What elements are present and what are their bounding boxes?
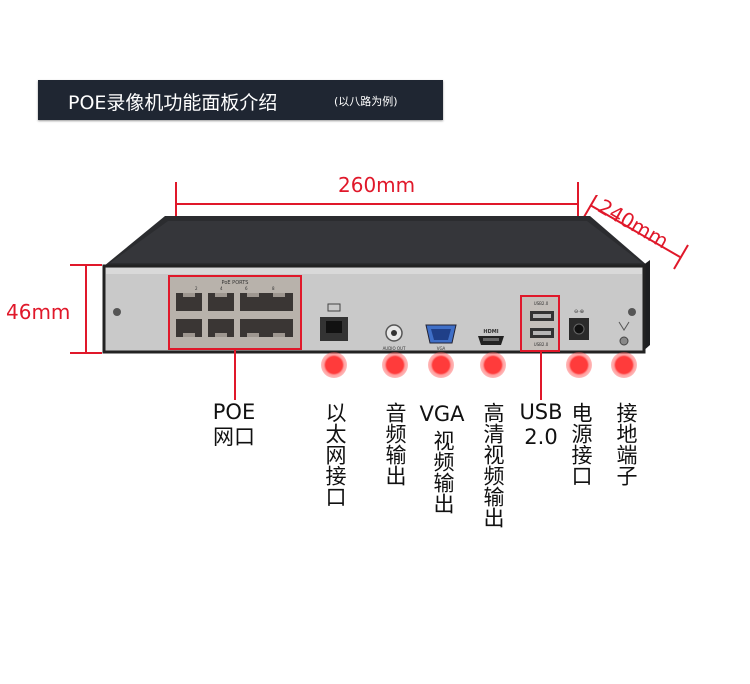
power-port: ⊖·⊕ [569,309,589,340]
poe-connector [234,350,236,400]
title-banner: POE录像机功能面板介绍 (以八路为例) [38,80,443,120]
hdmi-marker [480,352,506,378]
screw-right [628,308,636,316]
ethernet-marker [321,352,347,378]
height-dimension-tick-top [70,264,102,266]
poe-ports-marking: PoE PORTS [222,280,249,286]
power-callout: 电源接口 [569,402,593,486]
poe-port-number-8: 8 [272,286,275,291]
hdmi-marking: HDMI [483,329,498,335]
vga-marking: VGA [437,346,446,351]
banner-subtitle: (以八路为例) [334,95,398,108]
poe-callout-line1: POE [212,400,256,424]
width-dimension-tick-left [175,182,177,224]
usb-callout: USB 2.0 [518,400,564,450]
hdmi-port [478,336,504,345]
poe-port-number-2: 2 [195,286,198,291]
poe-callout: POE 网口 [205,400,263,450]
vga-marker [428,352,454,378]
power-marker [566,352,592,378]
height-dimension-line [85,265,87,354]
usb-block [520,295,560,352]
vga-callout: VGA [418,402,466,427]
audio-out-marking: AUDIO OUT [383,346,406,351]
audio-marker [382,352,408,378]
width-dimension-tick-right [577,182,579,224]
vga-callout-line2: 视频输出 [431,430,455,514]
usb-callout-line2: 2.0 [524,425,558,449]
ground-callout: 接地端子 [614,402,638,486]
ethernet-callout: 以太网接口 [323,402,347,507]
vga-port [425,324,457,344]
screw-left [113,308,121,316]
usb-port-top [530,311,554,321]
poe-port-row-top [176,293,293,311]
depth-dimension-line [583,195,689,270]
poe-port-block [168,275,302,350]
vga-callout-line1: VGA [419,402,465,426]
audio-callout: 音频输出 [383,402,407,486]
usb-top-marking: USB2.0 [534,301,549,306]
usb-connector [540,350,542,400]
ethernet-port [320,303,348,341]
poe-port-number-4: 4 [220,286,223,291]
poe-port-number-6: 6 [245,286,248,291]
usb-callout-line1: USB [519,400,563,424]
poe-callout-line2: 网口 [213,425,255,449]
poe-port-row-bottom [176,319,293,337]
width-dimension-line [175,203,579,205]
height-dimension-tick-bottom [70,352,102,354]
ground-terminal [618,321,630,346]
usb-bottom-marking: USB2.0 [534,342,549,347]
height-dimension-label: 46mm [6,300,71,324]
hdmi-callout: 高清视频输出 [481,402,505,528]
usb-port-bottom [530,328,554,338]
banner-title: POE录像机功能面板介绍 [68,92,278,114]
ground-marker [611,352,637,378]
audio-out-port [385,324,403,342]
width-dimension-label: 260mm [338,173,416,197]
svg-text:⊖·⊕: ⊖·⊕ [574,309,584,315]
